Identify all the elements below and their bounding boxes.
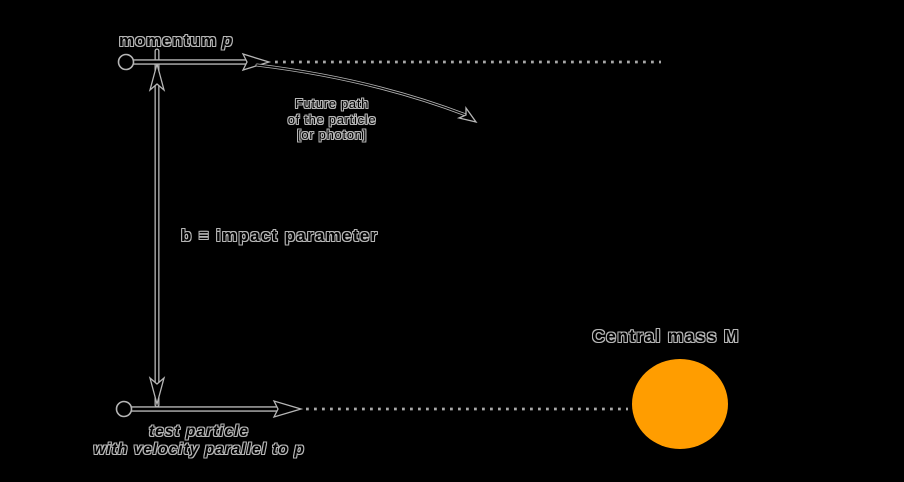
impact-arrowhead-down: [148, 376, 166, 407]
test-particle-label-line2: with velocity parallel to p: [93, 441, 305, 458]
impact-arrowhead-up: [148, 61, 166, 92]
central-mass-label: Central mass M: [592, 326, 740, 346]
impact-parameter-label: b ≡ impact parameter: [181, 226, 379, 245]
test-particle-arrow: [123, 399, 304, 419]
future-path-label-line1: Future path: [294, 96, 370, 111]
test-particle-label-line1: test particle: [148, 423, 250, 440]
central-mass-circle: [632, 359, 728, 449]
future-path-arrowhead: [456, 105, 478, 124]
impact-parameter-double-arrow: [148, 48, 166, 408]
momentum-label-text: momentum: [119, 31, 218, 50]
future-path-label: Future path of the particle [or photon]: [288, 96, 377, 143]
test-particle-arrowhead: [272, 399, 304, 419]
particle-dot-top: [117, 53, 135, 71]
momentum-arrowhead: [241, 52, 272, 72]
future-path-curve: [255, 63, 478, 124]
particle-dot-bottom: [115, 400, 133, 418]
momentum-symbol: p: [222, 31, 234, 50]
test-particle-label: test particle with velocity parallel to …: [93, 423, 304, 459]
future-path-label-line2: of the particle: [287, 111, 377, 127]
future-path-label-line3: [or photon]: [297, 127, 367, 142]
momentum-arrow: [125, 52, 272, 72]
